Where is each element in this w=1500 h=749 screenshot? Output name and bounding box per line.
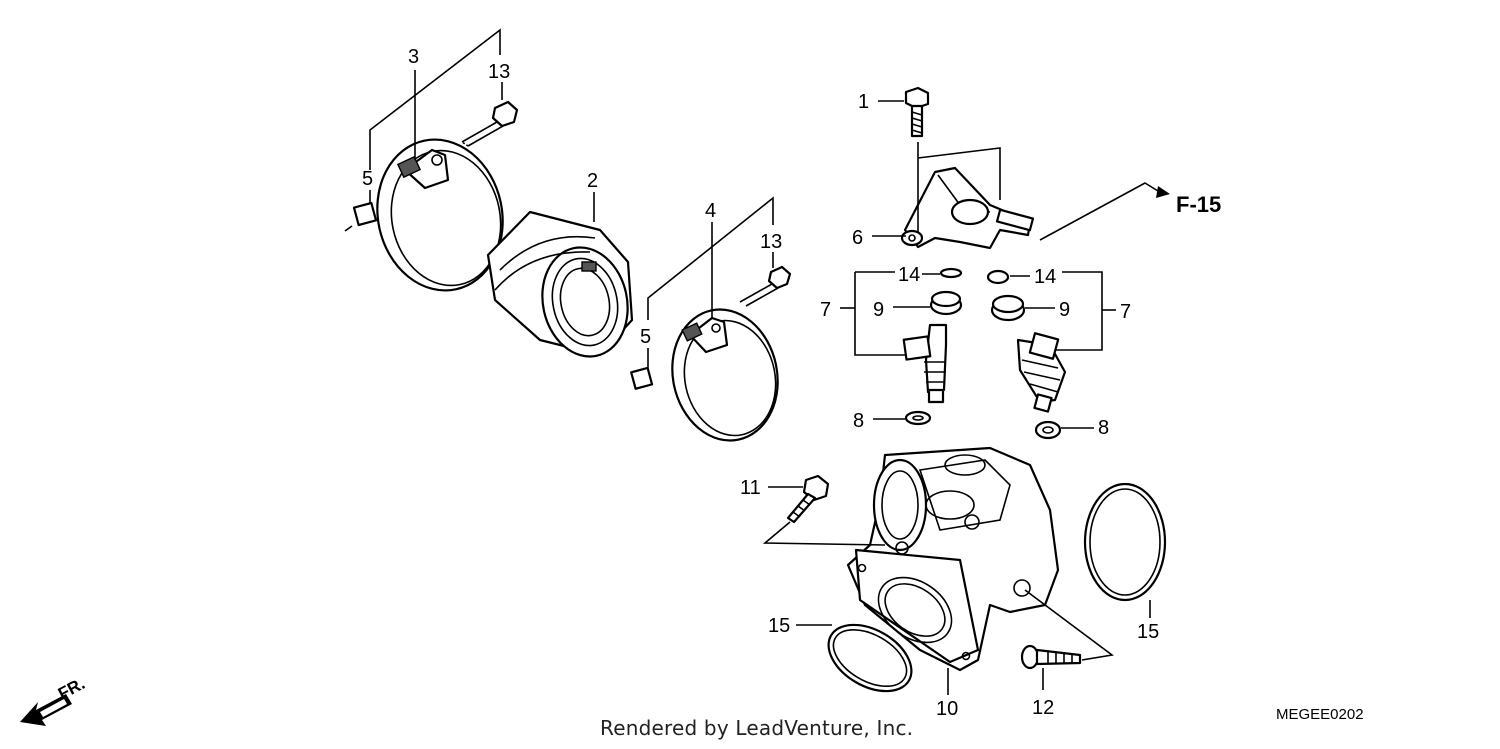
o-ring-14-left	[939, 267, 963, 279]
nut-right	[630, 366, 654, 390]
seal-8-left	[904, 410, 932, 426]
o-ring-15-left	[827, 623, 913, 693]
diagram-code: MEGEE0202	[1276, 706, 1364, 723]
injector-right	[1016, 332, 1067, 413]
o-ring-14-right	[986, 269, 1010, 285]
clamp-band-left	[376, 138, 504, 292]
callout-5-right: 5	[640, 326, 651, 348]
callout-13-upper: 11	[740, 477, 761, 499]
callout-4: 4	[705, 200, 716, 222]
seal-9-right	[990, 294, 1026, 322]
front-direction-arrow-icon	[20, 694, 72, 726]
callout-10: 10	[936, 698, 958, 720]
bolt-12	[461, 100, 519, 147]
seal-8-right	[1034, 420, 1062, 440]
leader-lines	[369, 28, 1170, 695]
callout-14-right: 14	[1034, 266, 1056, 288]
callout-11: 13	[760, 231, 782, 253]
callout-7-right: 7	[1120, 301, 1131, 323]
bolt-13-lower	[1020, 644, 1082, 670]
fuel-pipe	[900, 166, 1035, 250]
callout-15-right: 15	[1137, 621, 1159, 643]
nut-left	[344, 201, 378, 232]
clamp-band-right	[671, 308, 779, 442]
reference-f15: F-15	[1176, 192, 1221, 217]
bolt-1	[904, 86, 930, 138]
callout-12: 13	[488, 61, 510, 83]
connecting-tube	[486, 210, 634, 358]
callout-7-left: 7	[820, 299, 831, 321]
o-ring-15-right	[1083, 482, 1167, 602]
callout-9-left: 9	[873, 299, 884, 321]
credit-text: Rendered by LeadVenture, Inc.	[600, 716, 914, 740]
callout-8-left: 8	[853, 410, 864, 432]
callout-3: 3	[408, 46, 419, 68]
bolt-13-upper	[786, 474, 830, 524]
callout-9-right: 9	[1059, 299, 1070, 321]
callout-6: 6	[852, 227, 863, 249]
callout-14-left: 14	[898, 264, 920, 286]
callout-1: 1	[858, 91, 869, 113]
callout-2: 2	[587, 170, 598, 192]
callout-13-lower: 12	[1032, 697, 1054, 719]
callout-5-left: 5	[362, 168, 373, 190]
throttle-body	[846, 446, 1060, 672]
injector-left	[902, 323, 948, 404]
callout-8-right: 8	[1098, 417, 1109, 439]
bolt-11	[739, 265, 792, 307]
callout-15-left: 15	[768, 615, 790, 637]
seal-9-left	[929, 290, 963, 316]
